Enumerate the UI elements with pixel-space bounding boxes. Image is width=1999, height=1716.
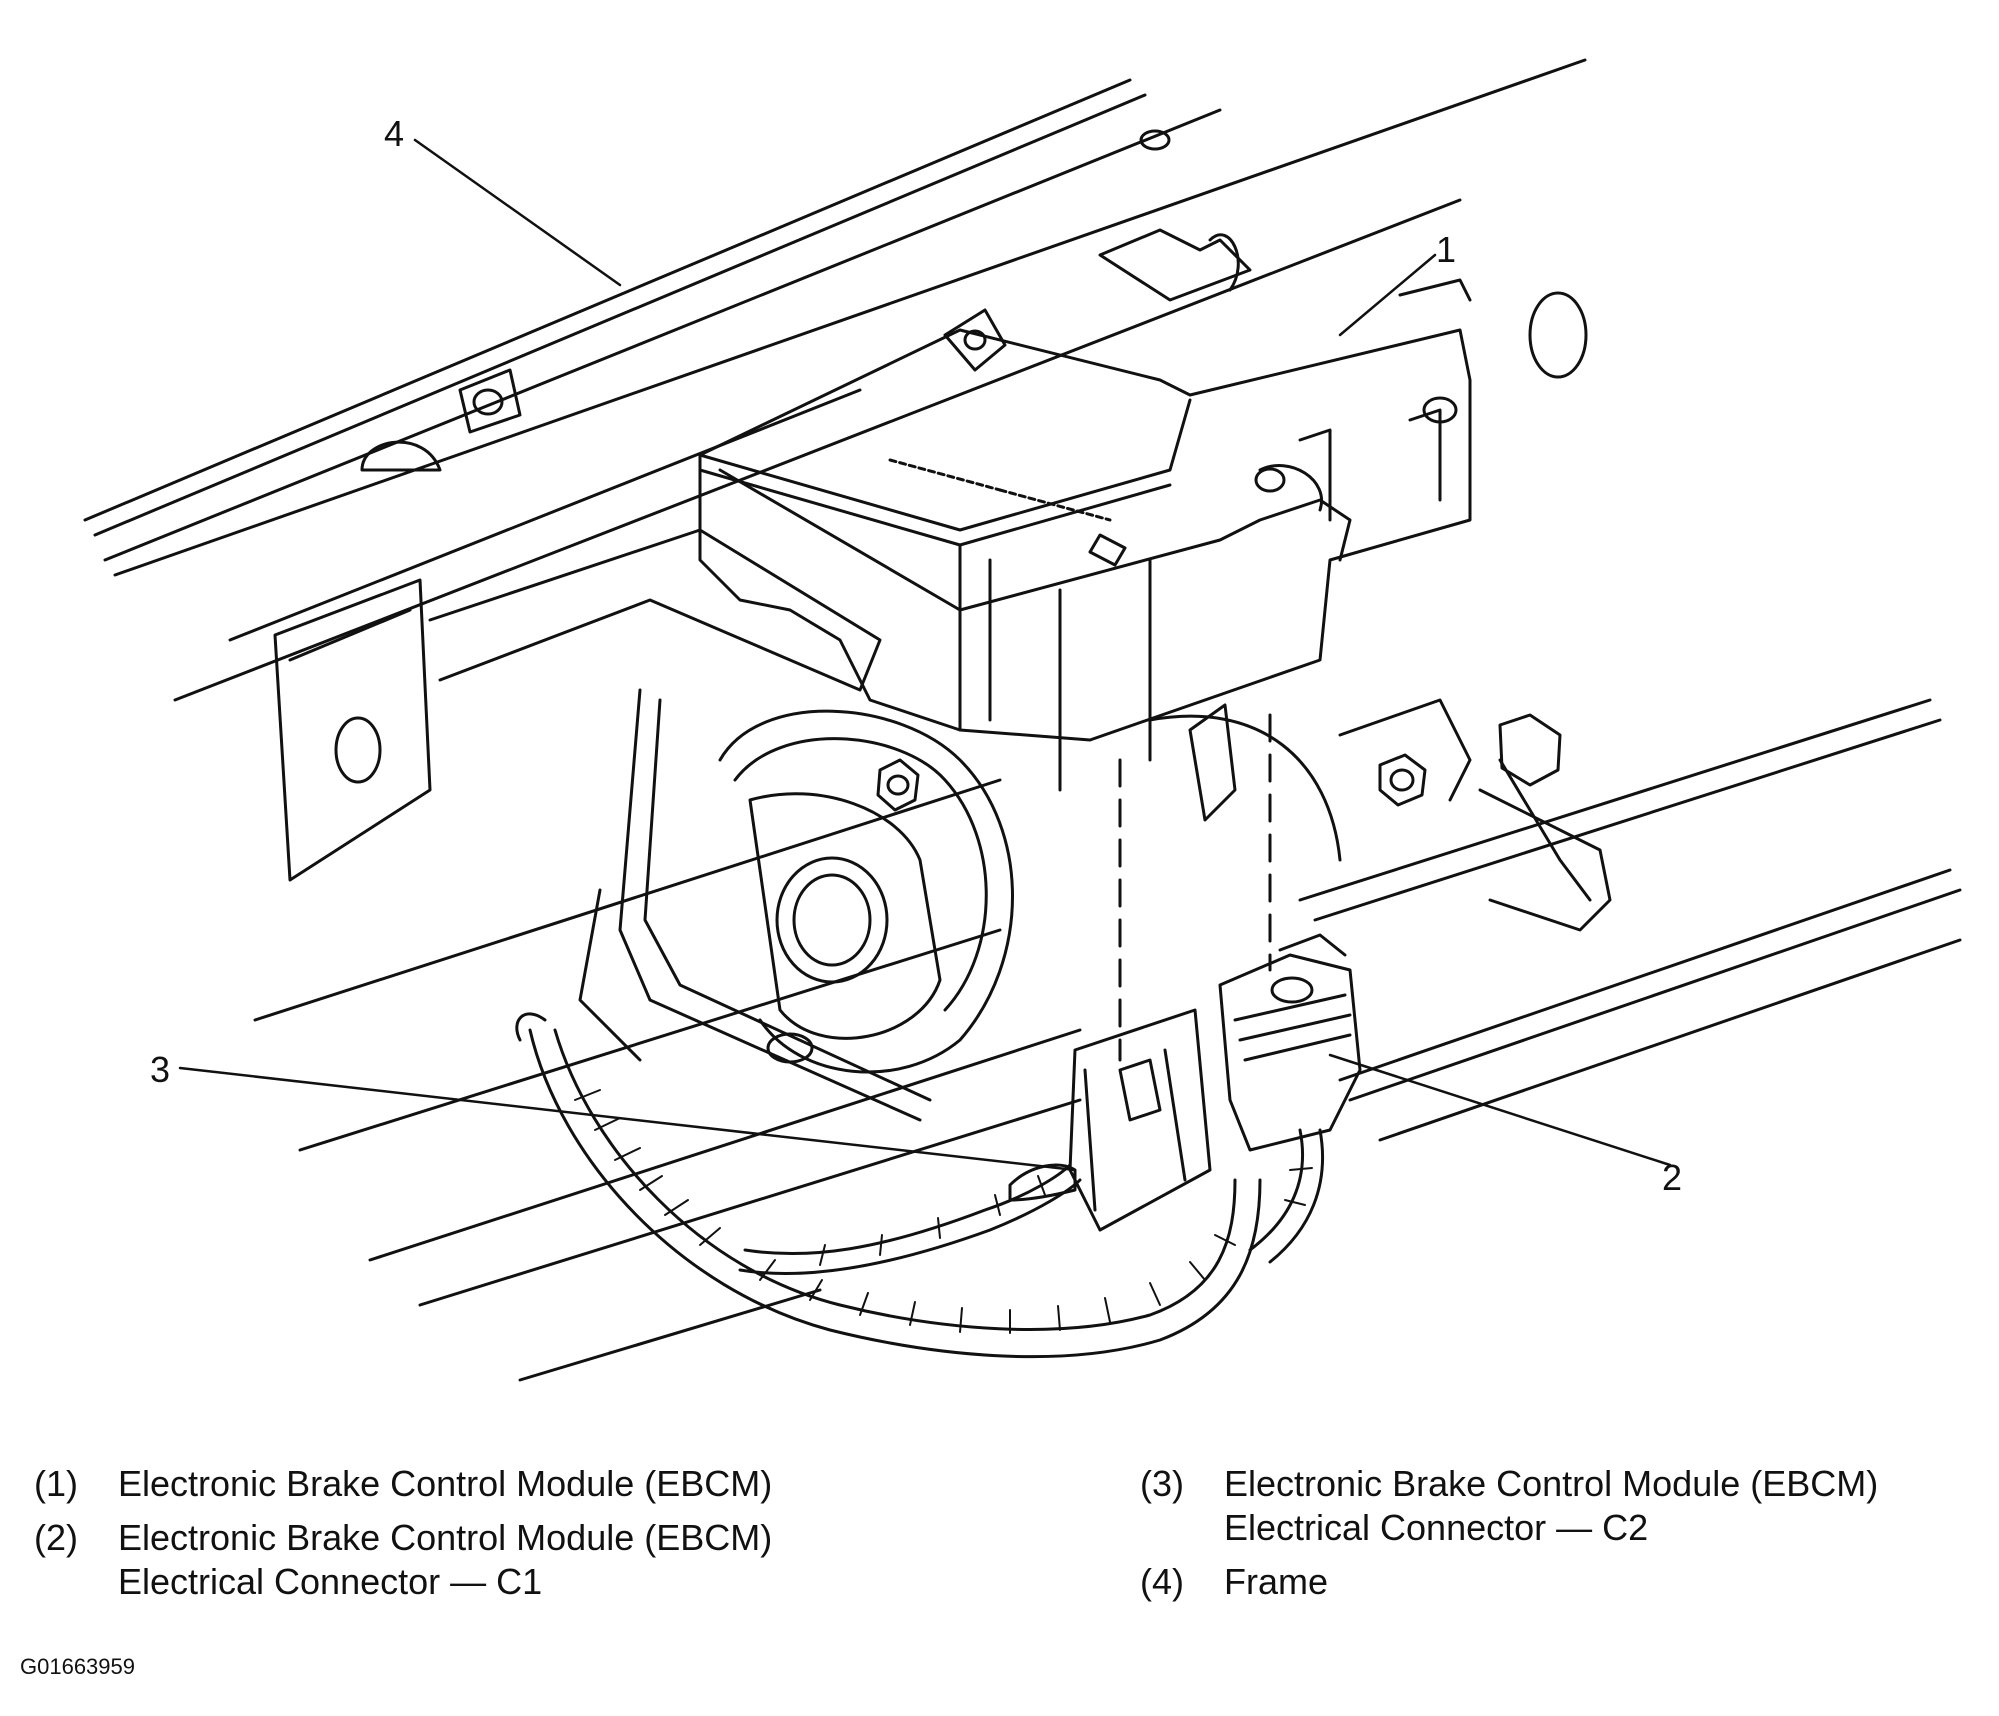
leader-line-3 [178,1066,1077,1172]
figure-id: G01663959 [20,1654,135,1679]
connectors [1068,703,1362,1232]
legend-number: (1) [34,1463,78,1504]
callout-2: 2 [1662,1157,1683,1198]
legend-column-left: (1) Electronic Brake Control Module (EBC… [34,1462,1084,1614]
legend-item-4: (4) Frame [1140,1560,1980,1604]
callout-4: 4 [384,113,405,154]
legend-number: (2) [34,1517,78,1558]
legend-line: Electrical Connector — C1 [118,1561,543,1602]
callout-3: 3 [150,1049,171,1090]
legend-text: Electronic Brake Control Module (EBCM) E… [1224,1462,1980,1550]
ebcm-module [698,228,1472,792]
leader-line-4 [413,138,622,287]
legend-line: Electronic Brake Control Module (EBCM) [118,1517,773,1558]
legend-text: Electronic Brake Control Module (EBCM) E… [118,1516,1084,1604]
leader-lines [178,138,1672,1172]
legend-text: Frame [1224,1560,1980,1604]
leader-line-1 [1338,253,1437,337]
ebcm-illustration [83,58,1962,1382]
legend-item-3: (3) Electronic Brake Control Module (EBC… [1140,1462,1980,1550]
legend: (1) Electronic Brake Control Module (EBC… [0,1462,1999,1642]
callout-1: 1 [1436,229,1457,270]
legend-number: (3) [1140,1463,1184,1504]
legend-item-1: (1) Electronic Brake Control Module (EBC… [34,1462,1084,1506]
legend-line: Frame [1224,1561,1329,1602]
frame-rail [83,58,1962,1382]
legend-line: Electronic Brake Control Module (EBCM) [118,1463,773,1504]
legend-line: Electronic Brake Control Module (EBCM) [1224,1463,1879,1504]
leader-line-2 [1328,1053,1672,1167]
legend-text: Electronic Brake Control Module (EBCM) [118,1462,1084,1506]
legend-item-2: (2) Electronic Brake Control Module (EBC… [34,1516,1084,1604]
mounting-bracket [273,368,932,1122]
legend-line: Electrical Connector — C2 [1224,1507,1649,1548]
legend-number: (4) [1140,1561,1184,1602]
wiring-harness [515,1012,1325,1359]
legend-column-right: (3) Electronic Brake Control Module (EBC… [1140,1462,1980,1614]
pump-motor [718,698,1612,1074]
